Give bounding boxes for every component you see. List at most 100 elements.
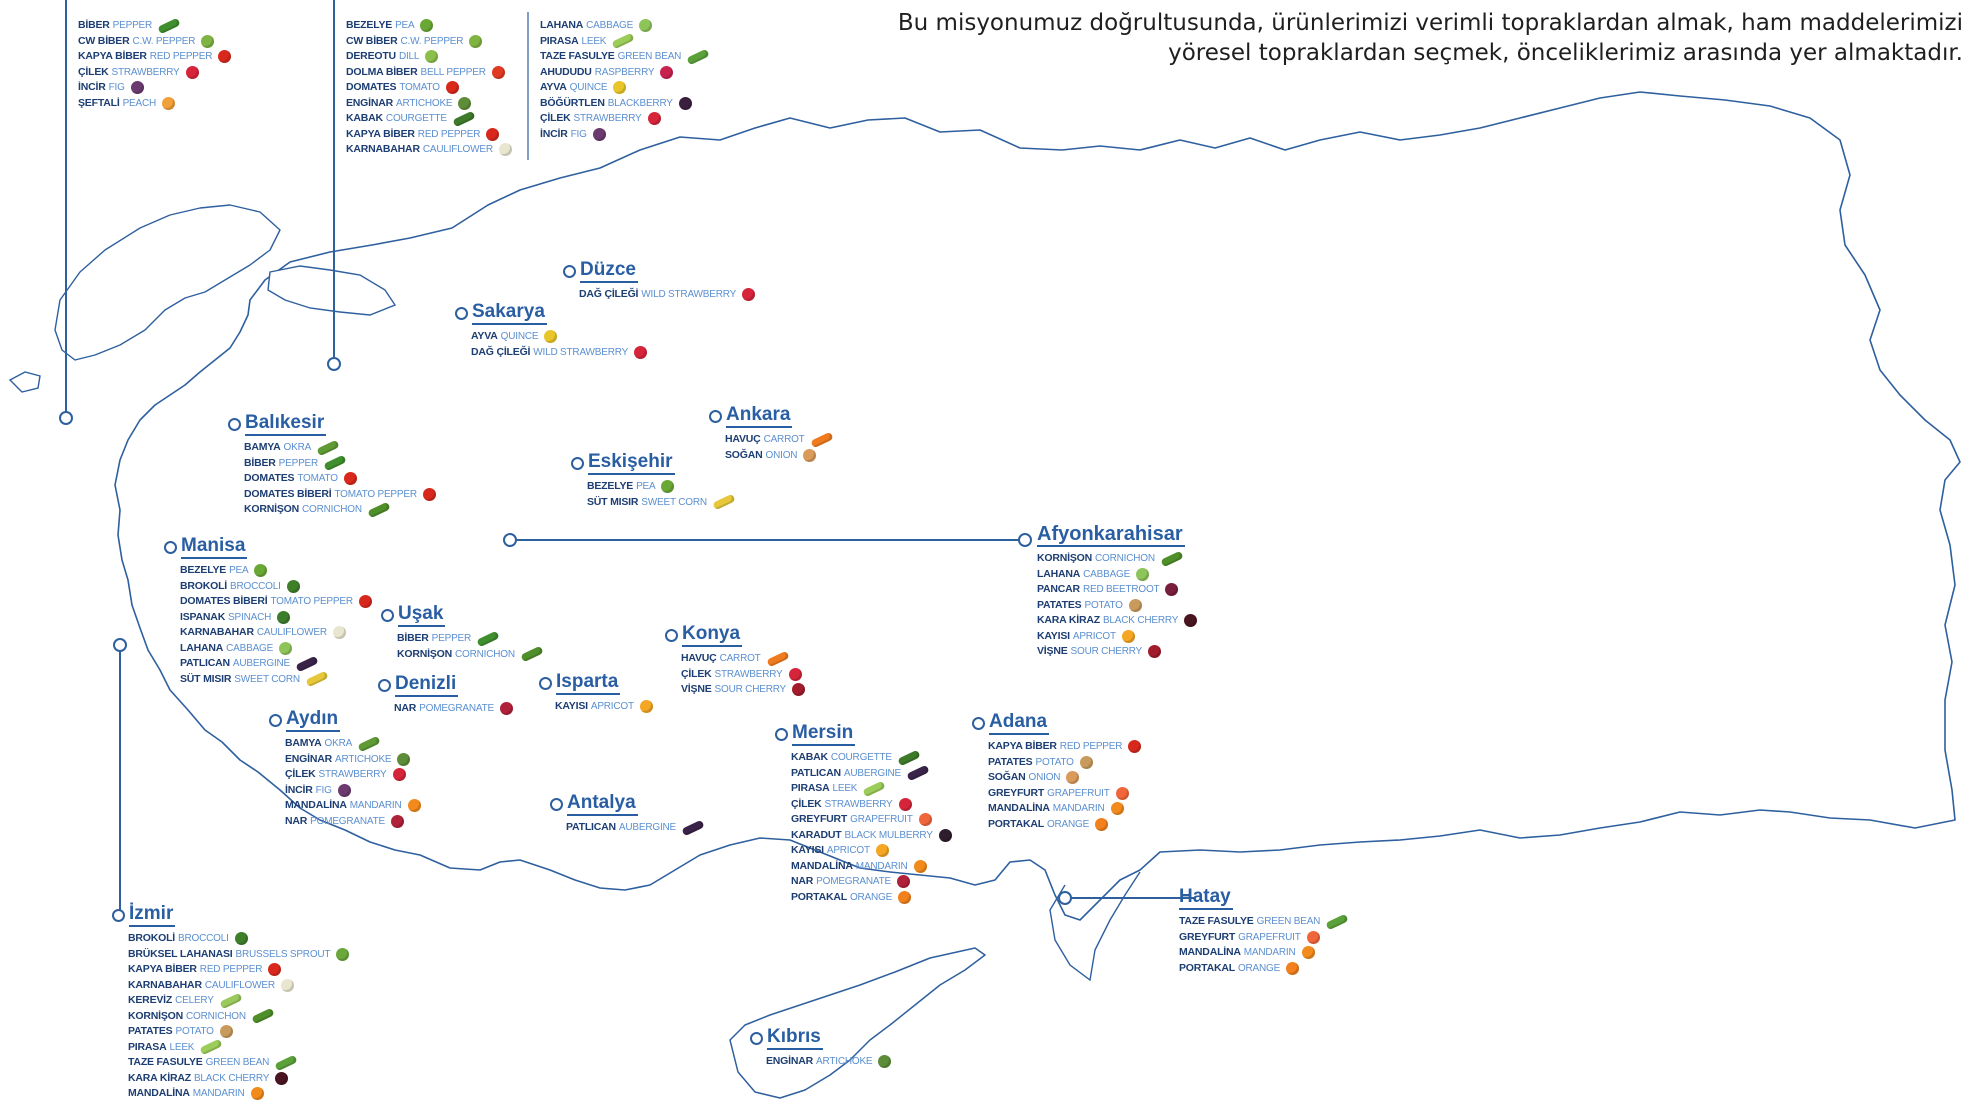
product-name-tr: KABAK — [791, 751, 828, 763]
sour-cherry-icon — [792, 683, 806, 697]
potato-icon — [1079, 755, 1093, 769]
product-name-en: COURGETTE — [830, 752, 892, 763]
anatolia-outline — [114, 91, 1961, 921]
mission-line-2: yöresel topraklardan seçmek, öncelikleri… — [1168, 40, 1963, 66]
city-name: Düzce — [580, 259, 638, 283]
connector-ring-hatay — [1058, 891, 1072, 905]
aubergine-icon — [295, 655, 319, 673]
product-name-tr: PIRASA — [791, 782, 830, 794]
strawberry-icon — [788, 667, 802, 681]
location-marker-icon — [550, 797, 563, 811]
location-marker-icon — [228, 417, 241, 431]
pea-icon — [420, 19, 434, 33]
okra-icon — [357, 735, 381, 753]
product-name-tr: NAR — [791, 875, 814, 887]
location-marker-icon — [709, 409, 722, 423]
dill-icon — [425, 50, 439, 64]
product-name-tr: ÇİLEK — [78, 65, 109, 78]
product-name-tr: PORTAKAL — [988, 817, 1044, 830]
cucumber-icon — [251, 1007, 275, 1025]
cauliflower-icon — [498, 143, 512, 157]
product-name-en: C.W. PEPPER — [132, 35, 196, 47]
product-name-tr: İNCİR — [540, 127, 568, 140]
city-header: Isparta — [539, 671, 653, 695]
thrace-outline — [54, 204, 281, 361]
product-name-en: BROCCOLI — [178, 933, 229, 944]
product-name-tr: BEZELYE — [587, 480, 634, 492]
product-name-en: ARTICHOKE — [335, 753, 392, 765]
product-name-en: ARTICHOKE — [816, 1056, 873, 1067]
city-name: Manisa — [181, 535, 248, 559]
green-bean-icon — [686, 48, 710, 66]
green-pepper-icon — [157, 17, 181, 35]
city-name: Antalya — [567, 792, 638, 816]
location-marker-icon — [563, 264, 576, 278]
product-name-tr: KAPYA BİBER — [128, 963, 197, 975]
product-name-tr: CW BİBER — [346, 34, 398, 47]
product-name-en: ORANGE — [1046, 818, 1090, 830]
fig-icon — [592, 127, 606, 141]
product-name-tr: ÇİLEK — [540, 112, 571, 124]
cucumber-icon — [1160, 550, 1184, 568]
product-name-tr: GREYFURT — [988, 786, 1045, 799]
mandarin-icon — [250, 1087, 264, 1101]
product-name-en: CAULIFLOWER — [422, 144, 493, 155]
product-name-en: WILD STRAWBERRY — [641, 289, 737, 300]
product-name-en: WILD STRAWBERRY — [533, 346, 629, 358]
pepper-icon — [469, 34, 483, 48]
product-name-tr: KAPYA BİBER — [346, 127, 415, 140]
product-name-tr: PIRASA — [540, 34, 579, 47]
product-name-en: MANDARIN — [349, 800, 402, 811]
orange-icon — [1095, 817, 1109, 831]
city-name: Eskişehir — [588, 451, 675, 475]
location-marker-icon — [972, 716, 985, 730]
mandarin-icon — [913, 859, 927, 873]
product-name-tr: PATLICAN — [180, 657, 230, 669]
product-name-tr: KAYISI — [555, 700, 588, 712]
location-marker-icon — [539, 676, 552, 690]
product-name-en: PEA — [395, 20, 415, 31]
product-name-en: PEPPER — [112, 20, 153, 31]
product-name-tr: DEREOTU — [346, 50, 396, 62]
mandarin-icon — [1301, 946, 1315, 960]
product-name-en: AUBERGINE — [618, 822, 677, 833]
celery-icon — [219, 992, 243, 1010]
grapefruit-icon — [1115, 786, 1129, 800]
product-name-en: POTATO — [1035, 756, 1074, 768]
city-name: Isparta — [556, 671, 621, 695]
product-name-en: POTATO — [1084, 599, 1123, 611]
product-name-tr: NAR — [394, 702, 417, 714]
product-name-en: STRAWBERRY — [111, 66, 180, 78]
green-bean-icon — [274, 1054, 298, 1072]
product-name-en: ARTICHOKE — [396, 97, 453, 109]
product-name-en: ONION — [1028, 772, 1061, 783]
black-cherry-icon — [1184, 614, 1198, 628]
